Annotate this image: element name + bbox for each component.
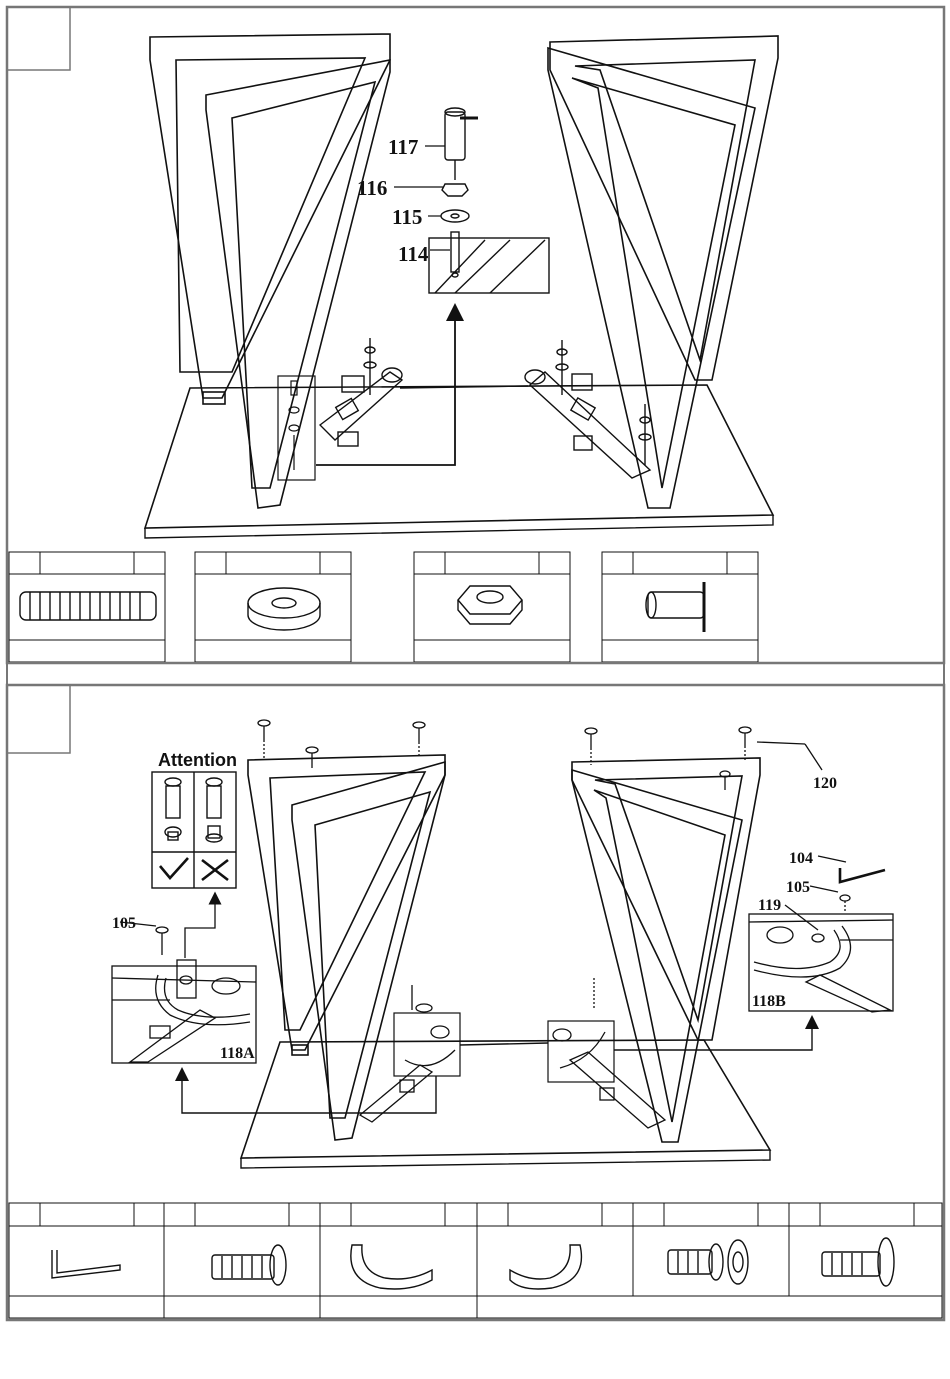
callout-105-right: 105 xyxy=(786,879,810,896)
long-bolt-icon xyxy=(212,1245,286,1285)
callout-120: 120 xyxy=(813,775,837,792)
top-screws xyxy=(258,720,751,790)
callout-119: 119 xyxy=(758,897,781,914)
attention-arrow xyxy=(185,898,215,958)
left-center-detail xyxy=(394,1013,460,1076)
left-frame xyxy=(150,34,390,508)
bracket-right-icon xyxy=(510,1245,581,1289)
flow-arrow-up xyxy=(316,312,455,465)
incorrect-bolt-figure xyxy=(206,778,222,842)
callout-105-left: 105 xyxy=(112,915,136,932)
check-icon xyxy=(160,858,188,878)
step-2-number-box xyxy=(7,685,70,753)
threaded-rod-icon xyxy=(20,592,156,620)
step-2-panel: Attention xyxy=(7,685,944,1320)
exploded-hardware xyxy=(429,108,549,293)
step-1-panel: 117 116 115 114 xyxy=(7,7,944,663)
washer-icon xyxy=(248,588,320,630)
callout-117: 117 xyxy=(388,135,418,159)
cross-icon xyxy=(202,860,228,880)
callout-116: 116 xyxy=(357,176,387,200)
washer-115 xyxy=(441,210,469,222)
short-bolt-icon xyxy=(822,1238,894,1286)
barrel-connector-icon xyxy=(646,582,704,632)
cam-bolt-icon xyxy=(668,1240,748,1284)
allen-key-figure xyxy=(840,868,885,882)
callout-118b: 118B xyxy=(752,993,786,1010)
step-2-parts-table xyxy=(9,1203,942,1318)
callout-104: 104 xyxy=(789,850,813,867)
callout-115: 115 xyxy=(392,205,422,229)
left-frame-2 xyxy=(248,755,445,1140)
right-frame-2 xyxy=(572,758,760,1142)
bracket-left-icon xyxy=(351,1245,432,1289)
tabletop-section xyxy=(429,238,549,293)
left-bracket xyxy=(320,338,402,446)
hex-nut-116 xyxy=(442,184,468,196)
right-bracket xyxy=(525,340,651,478)
attention-heading: Attention xyxy=(158,750,237,770)
callout-118a: 118A xyxy=(220,1045,255,1062)
step-1-number-box xyxy=(7,7,70,70)
attention-panel xyxy=(152,772,236,888)
allen-key-icon xyxy=(52,1250,120,1278)
tabletop-2 xyxy=(241,1040,770,1158)
flow-arrow-left xyxy=(182,1074,436,1113)
right-frame xyxy=(548,36,778,508)
hex-nut-icon xyxy=(458,586,522,624)
correct-bolt-figure xyxy=(165,778,181,840)
callout-114: 114 xyxy=(398,242,429,266)
